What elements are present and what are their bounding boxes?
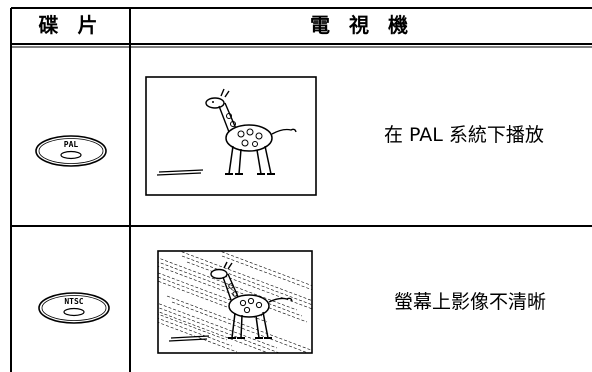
pal-disc-label: PAL bbox=[64, 140, 79, 149]
pal-tv-screen bbox=[145, 76, 317, 200]
ntsc-disc: NTSC bbox=[36, 287, 112, 331]
pal-disc: PAL bbox=[33, 130, 109, 174]
ntsc-tv-screen bbox=[157, 250, 313, 358]
header-disc: 碟 片 bbox=[38, 13, 104, 37]
ntsc-caption: 螢幕上影像不清晰 bbox=[394, 291, 547, 313]
giraffe-picture-icon bbox=[145, 76, 317, 196]
giraffe-picture-distorted-icon bbox=[157, 250, 313, 354]
header-tv: 電 視 機 bbox=[310, 13, 414, 37]
pal-caption: 在 PAL 系統下播放 bbox=[384, 124, 544, 146]
disc-icon: NTSC bbox=[38, 292, 110, 324]
ntsc-disc-label: NTSC bbox=[64, 297, 83, 306]
disc-icon: PAL bbox=[35, 135, 107, 167]
